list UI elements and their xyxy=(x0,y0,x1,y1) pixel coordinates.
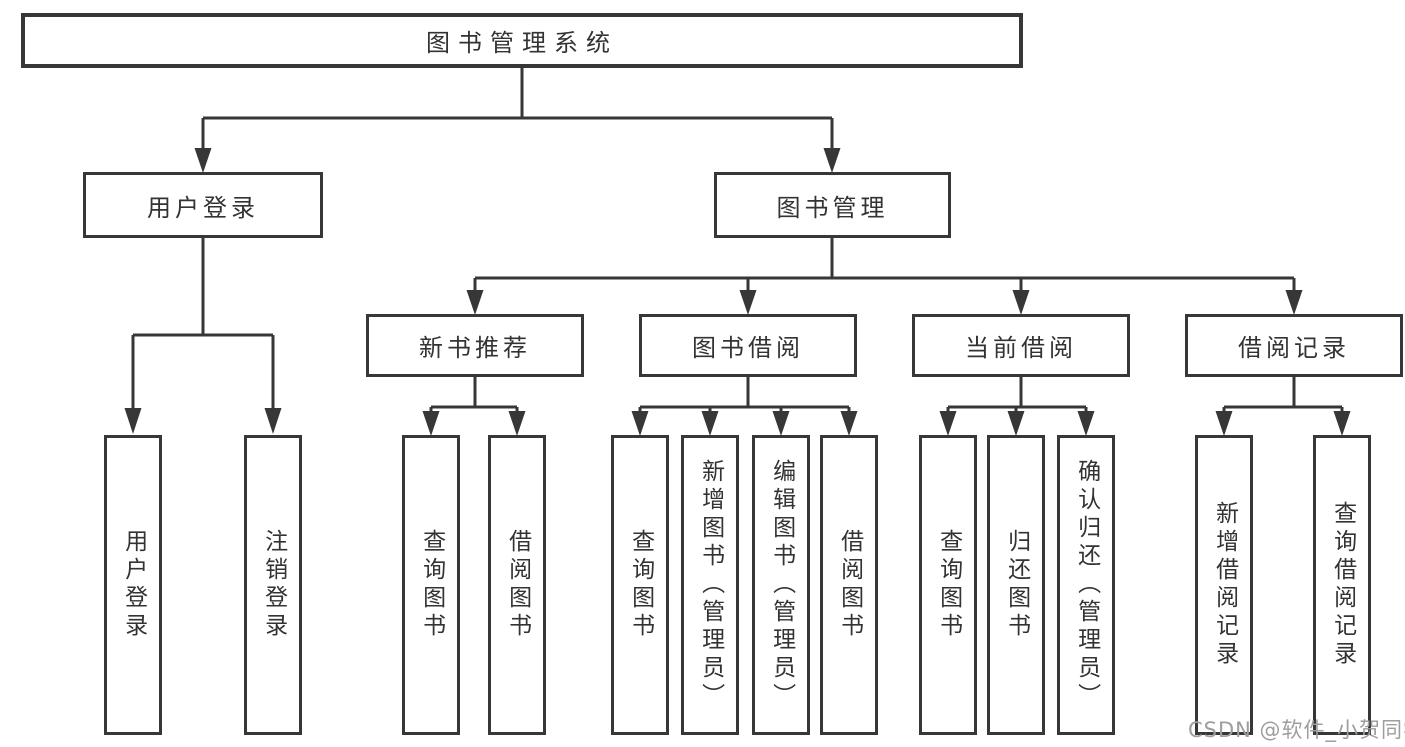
leaf-user-login: 用户登录 xyxy=(104,435,162,735)
line xyxy=(638,377,851,412)
node-label: 归还图书 xyxy=(1003,529,1030,641)
node-book-borrowing: 图书借阅 xyxy=(639,314,857,377)
connector-new-books-children xyxy=(422,377,526,436)
node-label: 借阅图书 xyxy=(504,529,531,641)
arrowhead xyxy=(1007,411,1025,436)
arrowhead xyxy=(939,411,957,436)
node-root: 图书管理系统 xyxy=(21,13,1023,68)
node-label: 新增借阅记录 xyxy=(1211,501,1238,669)
node-label: 新增图书（管理员） xyxy=(697,459,724,711)
leaf-return-book: 归还图书 xyxy=(987,435,1045,735)
leaf-borrow-books-1: 借阅图书 xyxy=(488,435,546,735)
node-label: 查询借阅记录 xyxy=(1329,501,1356,669)
node-label: 用户登录 xyxy=(147,193,259,222)
leaf-query-books-3: 查询图书 xyxy=(919,435,977,735)
leaf-edit-book-admin: 编辑图书（管理员） xyxy=(752,435,810,735)
line xyxy=(946,377,1088,412)
arrowhead xyxy=(194,148,212,173)
leaf-add-borrow-record: 新增借阅记录 xyxy=(1195,435,1253,735)
connector-book-management-level3 xyxy=(466,238,1303,315)
connector-borrow-records-children xyxy=(1215,377,1351,436)
node-label: 查询图书 xyxy=(418,529,445,641)
line xyxy=(131,238,275,410)
node-current-borrowing: 当前借阅 xyxy=(912,314,1130,377)
node-label: 注销登录 xyxy=(260,529,287,641)
node-borrowing-records: 借阅记录 xyxy=(1185,314,1403,377)
arrowhead xyxy=(264,408,282,434)
arrowhead xyxy=(466,290,484,315)
line xyxy=(201,68,834,150)
arrowhead xyxy=(823,148,841,173)
arrowhead xyxy=(1215,411,1233,436)
arrowhead xyxy=(739,290,757,315)
node-label: 借阅记录 xyxy=(1238,334,1350,362)
node-label: 新书推荐 xyxy=(419,334,531,362)
connector-book-borrow-children xyxy=(631,377,858,436)
node-label: 当前借阅 xyxy=(965,334,1077,362)
watermark: CSDN @软件_小贺同学 xyxy=(1188,718,1405,742)
arrowhead xyxy=(508,411,526,436)
arrowhead xyxy=(124,408,142,434)
leaf-confirm-return-admin: 确认归还（管理员） xyxy=(1057,435,1115,735)
node-label: 图书管理系统 xyxy=(426,29,618,57)
node-label: 查询图书 xyxy=(627,529,654,641)
leaf-query-books-2: 查询图书 xyxy=(611,435,669,735)
node-label: 借阅图书 xyxy=(836,529,863,641)
line xyxy=(473,238,1296,292)
node-label: 图书借阅 xyxy=(692,334,804,362)
node-new-book-recommendation: 新书推荐 xyxy=(366,314,584,377)
node-label: 用户登录 xyxy=(120,529,147,641)
connector-user-login-children xyxy=(124,238,282,434)
connector-root-to-level2 xyxy=(194,68,841,173)
node-user-login: 用户登录 xyxy=(83,172,323,238)
node-label: 确认归还（管理员） xyxy=(1073,459,1100,711)
arrowhead xyxy=(1285,290,1303,315)
arrowhead xyxy=(1012,290,1030,315)
leaf-add-book-admin: 新增图书（管理员） xyxy=(681,435,739,735)
arrowhead xyxy=(840,411,858,436)
arrowhead xyxy=(422,411,440,436)
node-book-management: 图书管理 xyxy=(714,172,951,238)
arrowhead xyxy=(701,411,719,436)
line xyxy=(429,377,519,412)
leaf-borrow-books-2: 借阅图书 xyxy=(820,435,878,735)
arrowhead xyxy=(631,411,649,436)
arrowhead xyxy=(1333,411,1351,436)
arrowhead xyxy=(772,411,790,436)
line xyxy=(1222,377,1344,412)
node-label: 编辑图书（管理员） xyxy=(768,459,795,711)
arrowhead xyxy=(1077,411,1095,436)
node-label: 查询图书 xyxy=(935,529,962,641)
connector-current-borrow-children xyxy=(939,377,1095,436)
leaf-query-borrow-record: 查询借阅记录 xyxy=(1313,435,1371,735)
leaf-logout: 注销登录 xyxy=(244,435,302,735)
leaf-query-books-1: 查询图书 xyxy=(402,435,460,735)
node-label: 图书管理 xyxy=(776,193,889,222)
